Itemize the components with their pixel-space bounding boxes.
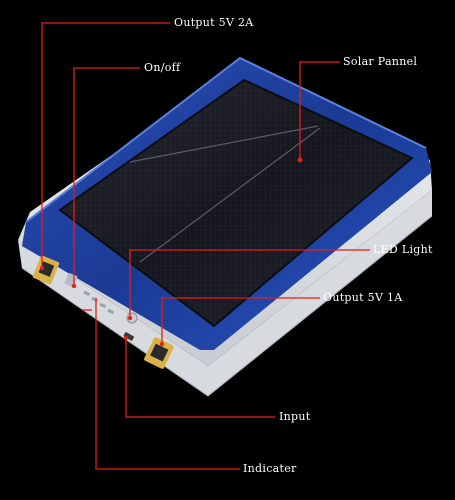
usb-port-1a-icon bbox=[144, 337, 174, 369]
callout-line-indicater bbox=[95, 298, 240, 470]
label-solar-pannel: Solar Pannel bbox=[343, 55, 418, 68]
label-led-light: LED Light bbox=[373, 243, 433, 256]
callout-line-input bbox=[125, 338, 275, 418]
label-output-5v-1a: Output 5V 1A bbox=[323, 291, 403, 304]
label-input: Input bbox=[279, 410, 311, 423]
callout-line-output-2a bbox=[41, 22, 170, 268]
callout-dots bbox=[39, 157, 303, 347]
callout-lines bbox=[41, 22, 370, 470]
label-onoff: On/off bbox=[144, 61, 181, 74]
callout-line-onoff bbox=[73, 67, 140, 286]
label-output-5v-2a: Output 5V 2A bbox=[174, 16, 254, 29]
micro-usb-port-icon bbox=[123, 332, 134, 341]
usb-port-2a-icon bbox=[32, 255, 60, 285]
callout-line-output-1a bbox=[161, 297, 320, 344]
solar-panel-icon bbox=[58, 78, 414, 328]
callout-line-led bbox=[129, 249, 370, 318]
label-indicater: Indicater bbox=[243, 462, 297, 475]
callout-line-solar bbox=[299, 61, 340, 160]
